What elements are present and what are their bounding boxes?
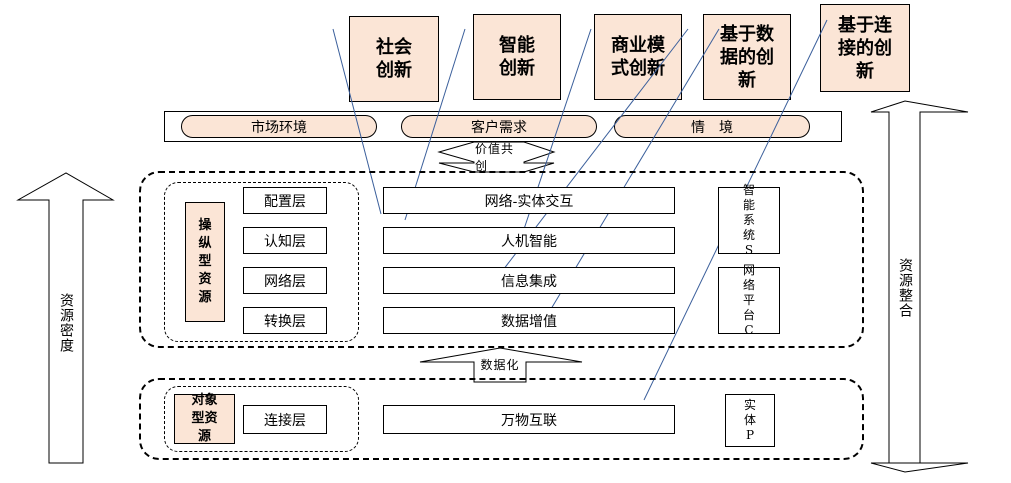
pill-situation: 情 境 [614,115,810,138]
dataization-label: 数据化 [480,357,520,372]
layer-network: 网络层 [243,267,327,294]
resource-integration-arrow [870,100,969,464]
resource-density-label: 资源密度 [58,292,74,353]
innovation-social: 社会 创新 [349,16,439,102]
physical-container [139,378,864,460]
manipulative-resource: 操 纵 型 资 源 [185,202,225,322]
innovation-data-based: 基于数 据的创 新 [703,14,791,100]
resource-density-arrow [16,172,115,464]
function-human-machine-intelligence: 人机智能 [383,227,675,254]
resource-integration-arrow-bottom [870,462,969,473]
innovation-intelligent: 智能 创新 [473,14,561,100]
smart-system-s: 智 能 系 统 S [718,183,780,257]
resource-integration-label: 资源整合 [897,257,913,318]
function-internet-of-everything: 万物互联 [383,405,675,434]
innovation-business-model: 商业模 式创新 [594,14,682,100]
network-platform-c: 网 络 平 台 C [718,263,780,337]
function-network-entity-interaction: 网络-实体交互 [383,187,675,214]
layer-connection: 连接层 [243,405,327,434]
layer-configuration: 配置层 [243,187,327,214]
physical-resource-group [164,386,359,452]
innovation-connection-based: 基于连 接的创 新 [820,4,910,92]
layer-cognition: 认知层 [243,227,327,254]
function-data-value-add: 数据增值 [383,307,675,334]
object-resource: 对象 型资 源 [174,393,235,444]
value-co-creation-label: 价值共创 [475,142,515,173]
layer-conversion: 转换层 [243,307,327,334]
platform-resource-group [164,182,359,342]
pill-market-environment: 市场环境 [181,115,377,138]
function-information-integration: 信息集成 [383,267,675,294]
platform-container [139,171,864,348]
pill-customer-demand: 客户需求 [401,115,597,138]
entity-p: 实 体 P [725,394,775,447]
